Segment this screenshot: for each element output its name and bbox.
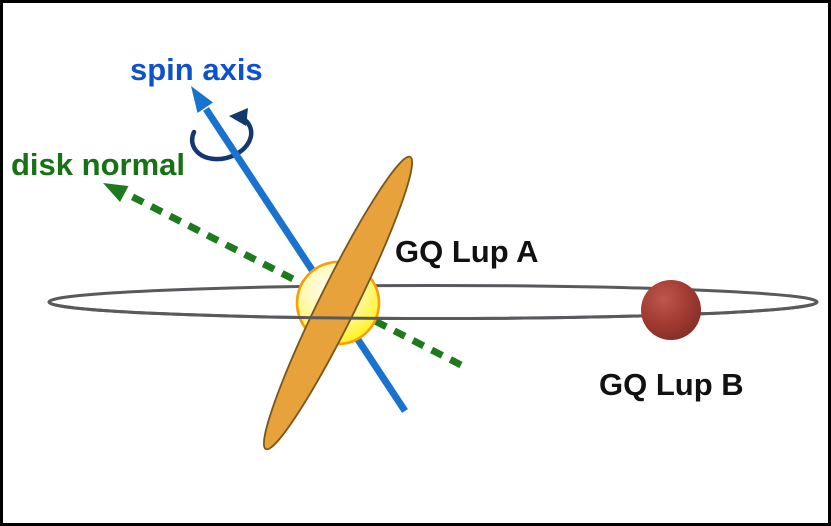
disk-normal-arrowhead	[103, 183, 129, 202]
spin-axis-label: spin axis	[130, 52, 263, 87]
orbit-ellipse-front	[47, 301, 819, 320]
gq-lup-b-label: GQ Lup B	[599, 367, 744, 402]
circumstellar-disk	[262, 155, 414, 451]
disk-normal-arrow	[125, 190, 463, 369]
gq-lup-a-label: GQ Lup A	[395, 234, 539, 269]
companion-gq-lup-b	[641, 280, 701, 340]
spin-axis-arrowhead	[191, 86, 213, 113]
rotation-arrowhead	[229, 108, 248, 126]
rotation-arrow	[189, 117, 254, 162]
gq-lup-system-diagram: spin axis disk normal GQ Lup A GQ Lup B	[11, 52, 819, 451]
disk-normal-label: disk normal	[11, 147, 185, 182]
spin-axis-arrow	[203, 107, 408, 413]
